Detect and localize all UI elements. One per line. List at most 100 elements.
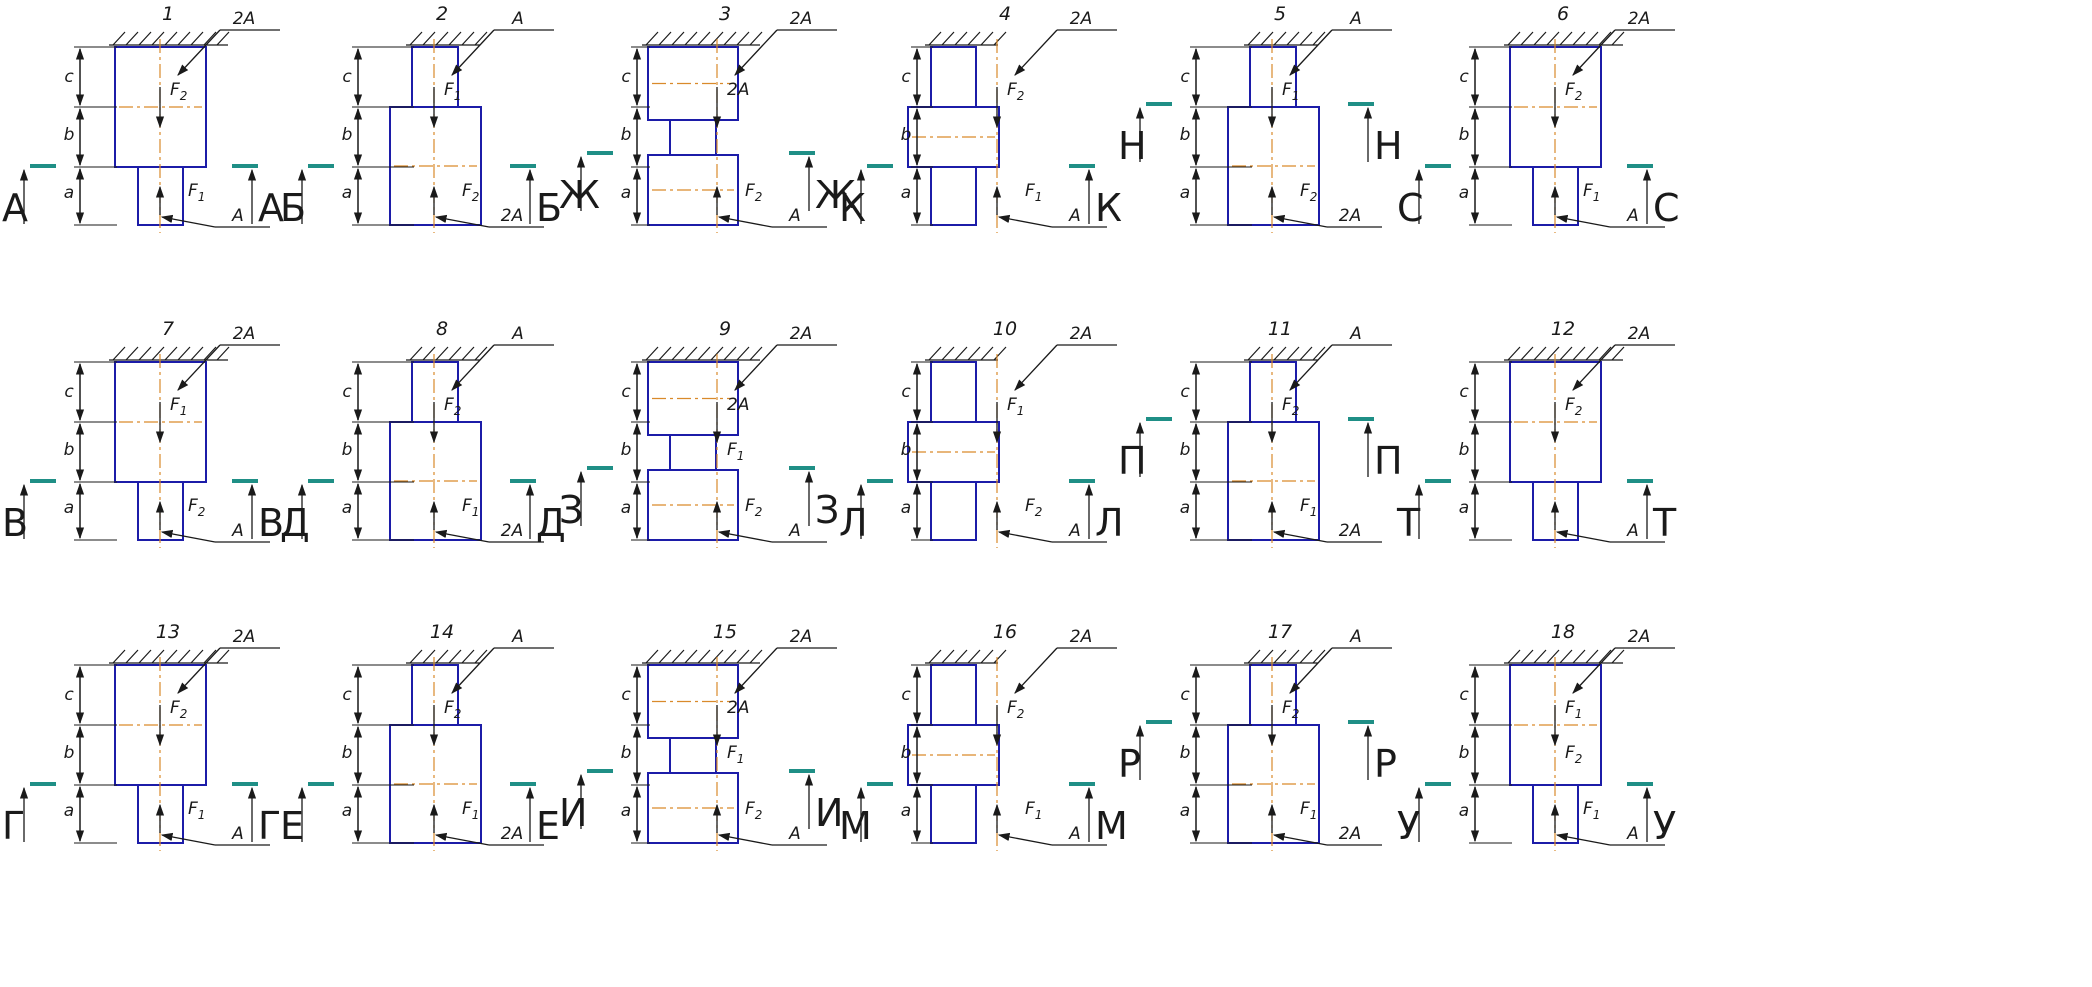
force-label-1-text: F2 — [444, 395, 461, 418]
section-label-right: У — [1653, 804, 1676, 848]
area-label-1: 2A — [1628, 627, 1650, 647]
area-label-1: 2A — [1628, 9, 1650, 29]
area-label-2: A — [231, 824, 244, 844]
fixed-support — [1244, 346, 1326, 361]
fixed-support — [109, 31, 230, 46]
section-label-left: Р — [1118, 742, 1141, 786]
dim-label-a: a — [901, 498, 911, 518]
force-label-1-text: F2 — [170, 698, 187, 721]
force-label-2: F1 — [1025, 799, 1042, 822]
force-label-2-text: F1 — [462, 496, 479, 519]
section-label-right: Е — [536, 804, 560, 848]
scheme-number: 8 — [436, 318, 448, 340]
scheme-number: 14 — [430, 621, 454, 643]
force-label-2-text: F1 — [1583, 181, 1600, 204]
force-label-2: F1 — [1583, 799, 1600, 822]
fixed-support — [1244, 649, 1326, 664]
force-label-2: F2 — [462, 181, 479, 204]
scheme-number: 12 — [1551, 318, 1575, 340]
scheme-number: 2 — [436, 3, 448, 25]
fixed-support — [406, 649, 488, 664]
section-label-left: Л — [839, 501, 868, 545]
force-label-2-text: F1 — [1025, 181, 1042, 204]
dim-label-c: c — [64, 67, 74, 87]
area-label-2: 2A — [1339, 521, 1361, 541]
area-label-1: 2A — [790, 324, 812, 344]
dim-label-b: b — [901, 125, 912, 145]
bar-outline — [647, 664, 739, 844]
dim-label-a: a — [342, 183, 352, 203]
dim-label-b: b — [342, 743, 353, 763]
force-label-1: F2 — [1007, 698, 1024, 721]
dim-label-c: c — [1180, 382, 1190, 402]
area-label-2: A — [1626, 206, 1639, 226]
force-label-1: F2 — [1282, 395, 1299, 418]
section-label-right: М — [1095, 804, 1128, 848]
force-label-2: F2 — [1025, 496, 1042, 519]
bar-outline — [907, 664, 1000, 844]
force-label-1: F2 — [170, 80, 187, 103]
force-label-1-text: F2 — [1565, 395, 1582, 418]
dim-label-a: a — [1459, 498, 1469, 518]
dimension-chain: cba — [1180, 664, 1252, 844]
dimension-chain: cba — [342, 361, 414, 541]
dimension-chain: cba — [1459, 361, 1512, 541]
dimension-chain: cba — [1180, 361, 1252, 541]
dim-label-c: c — [1459, 382, 1469, 402]
area-label-1: 2A — [233, 324, 255, 344]
scheme-number: 17 — [1268, 621, 1292, 643]
dimension-chain: cba — [342, 46, 414, 226]
dim-label-b: b — [621, 440, 632, 460]
force-label-3: F2 — [1565, 743, 1582, 766]
dim-label-c: c — [64, 382, 74, 402]
dim-label-b: b — [1180, 125, 1191, 145]
section-label-right: Т — [1652, 501, 1677, 545]
dim-label-b: b — [64, 125, 75, 145]
section-label-left: М — [839, 804, 872, 848]
force-label-2-text: F1 — [1300, 799, 1317, 822]
section-label-right: З — [815, 488, 839, 532]
area-label-1: 2A — [790, 627, 812, 647]
dim-label-b: b — [342, 440, 353, 460]
force-label-2: F1 — [1300, 496, 1317, 519]
dimension-chain: cba — [621, 664, 650, 844]
dim-label-a: a — [901, 183, 911, 203]
dimension-chain: cba — [64, 361, 117, 541]
bar-outline — [907, 361, 1000, 541]
dimension-chain: cba — [64, 664, 117, 844]
scheme-number: 3 — [719, 3, 731, 25]
dim-label-a: a — [1180, 801, 1190, 821]
dim-label-c: c — [901, 67, 911, 87]
force-label-1: F2 — [1565, 395, 1582, 418]
section-label-left: Б — [280, 186, 306, 230]
area-label-2: A — [1068, 824, 1081, 844]
fixed-support — [1504, 31, 1625, 46]
force-label-1: F2 — [444, 395, 461, 418]
section-label-right: Н — [1374, 124, 1403, 168]
dim-label-b: b — [1180, 743, 1191, 763]
dim-label-a: a — [64, 801, 74, 821]
force-label-2-text: F1 — [188, 799, 205, 822]
force-label-1: F2 — [1565, 80, 1582, 103]
dim-label-c: c — [64, 685, 74, 705]
fixed-support — [642, 31, 763, 46]
area-label-2: 2A — [501, 824, 523, 844]
area-label-1: 2A — [233, 627, 255, 647]
dim-label-a: a — [64, 183, 74, 203]
force-label-2: F2 — [745, 181, 762, 204]
force-label-1: 2A — [727, 698, 749, 718]
bar-outline — [907, 46, 1000, 226]
area-label-2: A — [788, 824, 801, 844]
dim-label-c: c — [621, 685, 631, 705]
